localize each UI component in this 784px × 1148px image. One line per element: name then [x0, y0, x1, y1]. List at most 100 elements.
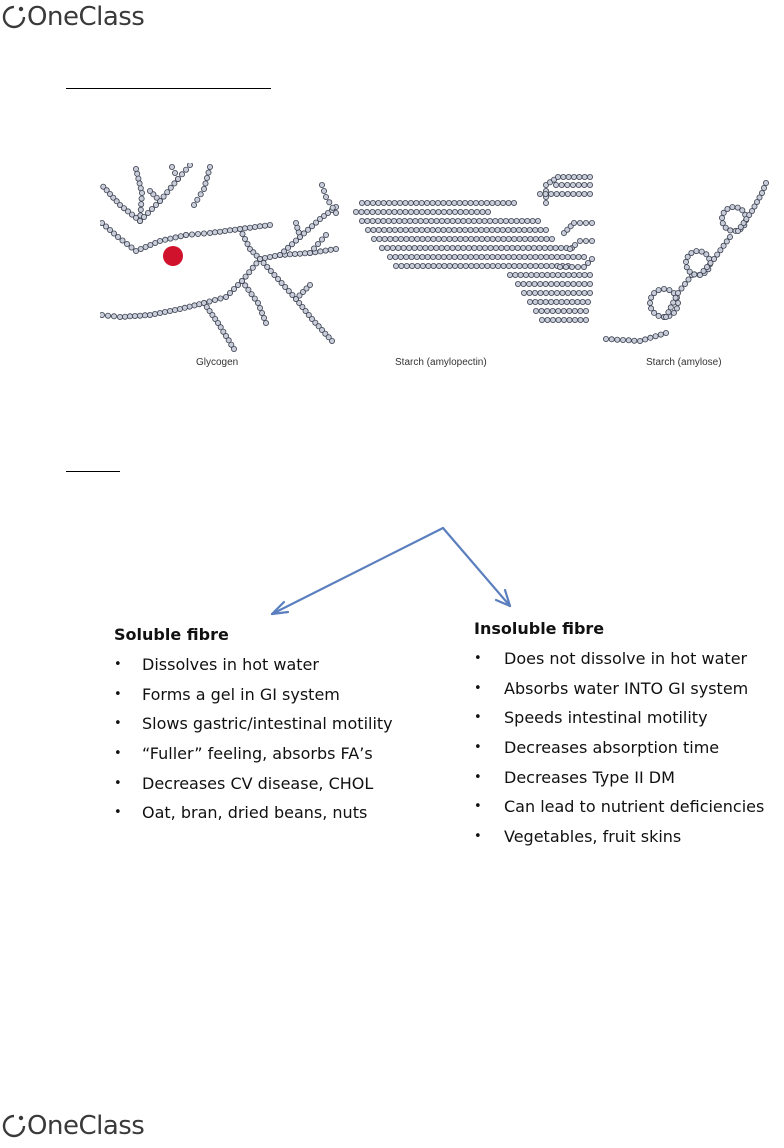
glucose-bead	[520, 290, 527, 297]
glucose-bead	[251, 295, 258, 302]
glucose-bead	[376, 236, 383, 243]
glucose-bead	[548, 298, 555, 305]
glucose-bead	[723, 238, 730, 245]
glucose-bead	[326, 199, 333, 206]
glucose-bead	[238, 278, 245, 285]
glucose-bead	[227, 227, 234, 234]
glucose-bead	[301, 250, 308, 257]
glucose-bead	[105, 312, 111, 319]
glucose-bead	[476, 218, 483, 225]
glucose-bead	[673, 305, 680, 312]
glucose-bead	[456, 200, 463, 207]
bullet: •	[114, 657, 122, 672]
glucose-bead	[223, 332, 230, 339]
glucose-bead	[686, 268, 693, 275]
glucose-bead	[239, 231, 246, 238]
glucose-bead	[566, 316, 573, 323]
glucose-bead	[574, 298, 581, 305]
soluble-fibre-list: •Dissolves in hot water •Forms a gel in …	[114, 653, 414, 831]
glucose-bead	[560, 307, 567, 314]
glucose-bead	[418, 200, 425, 207]
glucose-bead	[521, 227, 528, 234]
glucose-bead	[103, 223, 109, 230]
glucose-bead	[289, 291, 296, 298]
glucose-bead	[564, 290, 571, 297]
glucose-bead	[403, 236, 410, 243]
glucose-bead	[292, 237, 299, 244]
glucose-bead	[402, 209, 409, 216]
glucose-bead	[495, 236, 502, 243]
bullet: •	[114, 686, 122, 702]
glucose-bead	[462, 263, 469, 270]
glucose-bead	[457, 236, 464, 243]
glucose-bead	[500, 200, 507, 207]
glucose-bead	[209, 311, 216, 318]
glucose-bead	[560, 316, 567, 323]
glucose-bead	[271, 253, 278, 260]
glucose-bead	[207, 164, 214, 170]
glucose-bead	[489, 236, 496, 243]
glucose-bead	[417, 218, 424, 225]
glucose-bead	[719, 220, 726, 227]
glucose-bead	[157, 309, 164, 316]
glucose-bead	[584, 298, 591, 305]
glucose-bead	[655, 287, 662, 294]
glucose-bead	[489, 254, 496, 261]
glucose-bead	[201, 185, 208, 192]
glucose-bead	[284, 244, 291, 251]
glucose-bead	[467, 254, 474, 261]
glucose-bead	[717, 247, 724, 254]
glucose-bead	[526, 290, 533, 297]
glucose-bead	[576, 220, 583, 227]
glucose-bead	[559, 281, 566, 288]
glucose-bead	[683, 264, 690, 271]
glucose-bead	[498, 245, 505, 252]
glucose-bead	[531, 281, 538, 288]
glucose-bead	[516, 263, 523, 270]
glucose-bead	[579, 298, 586, 305]
glucose-bead	[181, 304, 188, 311]
glucose-bead	[217, 228, 224, 235]
bullet: •	[474, 829, 482, 845]
glucose-bead	[729, 204, 736, 211]
glucose-bead	[435, 236, 442, 243]
glucose-bead	[433, 245, 440, 252]
glucose-bead	[234, 282, 241, 289]
glucose-bead	[576, 272, 583, 279]
polysaccharide-figure: Glycogen Starch (amylopectin) Starch (am…	[100, 163, 772, 373]
glucose-bead	[483, 200, 490, 207]
glucose-bead	[517, 272, 524, 279]
glucose-bead	[489, 200, 496, 207]
glucose-bead	[212, 296, 219, 303]
glucose-bead	[191, 302, 198, 309]
glucose-bead	[465, 245, 472, 252]
glucose-bead	[536, 245, 543, 252]
glucose-bead	[542, 290, 549, 297]
glucose-bead	[435, 227, 442, 234]
glucose-bead	[446, 254, 453, 261]
glucose-bead	[387, 236, 394, 243]
glucose-bead	[445, 227, 452, 234]
glucose-bead	[441, 263, 448, 270]
glucose-bead	[451, 254, 458, 261]
glucose-bead	[171, 180, 178, 187]
glucose-bead	[536, 190, 543, 197]
glucose-bead	[418, 227, 425, 234]
glucose-bead	[521, 254, 528, 261]
glucose-bead	[570, 220, 577, 227]
glucose-bead	[543, 263, 550, 270]
bullet: •	[114, 746, 122, 762]
glucose-bead	[559, 190, 566, 197]
glucose-bead	[195, 231, 202, 238]
glucose-bead	[537, 227, 544, 234]
glucose-bead	[137, 206, 144, 213]
glucose-bead	[196, 301, 203, 308]
glucose-bead	[655, 312, 662, 319]
insoluble-fibre-list: •Does not dissolve in hot water •Absorbs…	[474, 647, 784, 855]
glucose-bead	[241, 236, 248, 243]
heading-underline-1	[66, 88, 271, 89]
glucose-bead	[222, 228, 229, 235]
glucose-bead	[322, 247, 329, 254]
glucose-bead	[568, 264, 575, 271]
glucose-bead	[530, 245, 537, 252]
